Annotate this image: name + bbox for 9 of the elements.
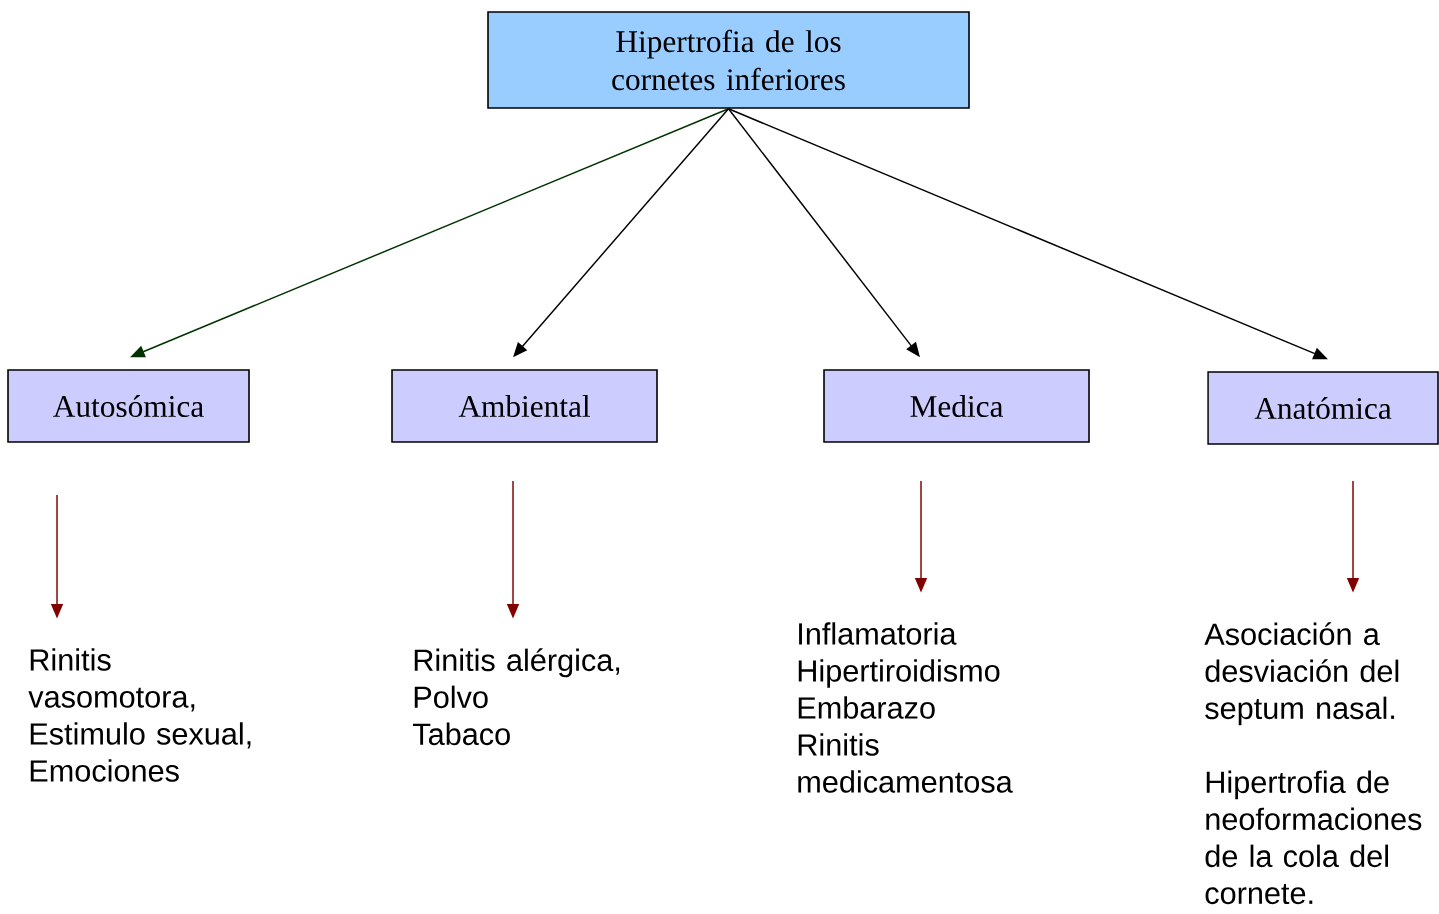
- category-box: Medica: [823, 369, 1090, 443]
- cause-list: Asociación a desviación del septum nasal. Hipertrofia de neoformaciones de la cola del cornete.: [1204, 622, 1422, 905]
- cause-list: Rinitis alérgica, Polvo Tabaco: [412, 648, 620, 746]
- title-box: Hipertrofia de los cornetes inferiores: [487, 11, 970, 109]
- cause-list: Rinitis vasomotora, Estimulo sexual, Emociones: [28, 648, 251, 782]
- category-box: Anatómica: [1207, 371, 1439, 445]
- category-box: Autosómica: [7, 369, 250, 443]
- cause-list: Inflamatoria Hipertiroidismo Embarazo Rinitis medicamentosa: [798, 622, 1013, 793]
- category-box: Ambiental: [391, 369, 658, 443]
